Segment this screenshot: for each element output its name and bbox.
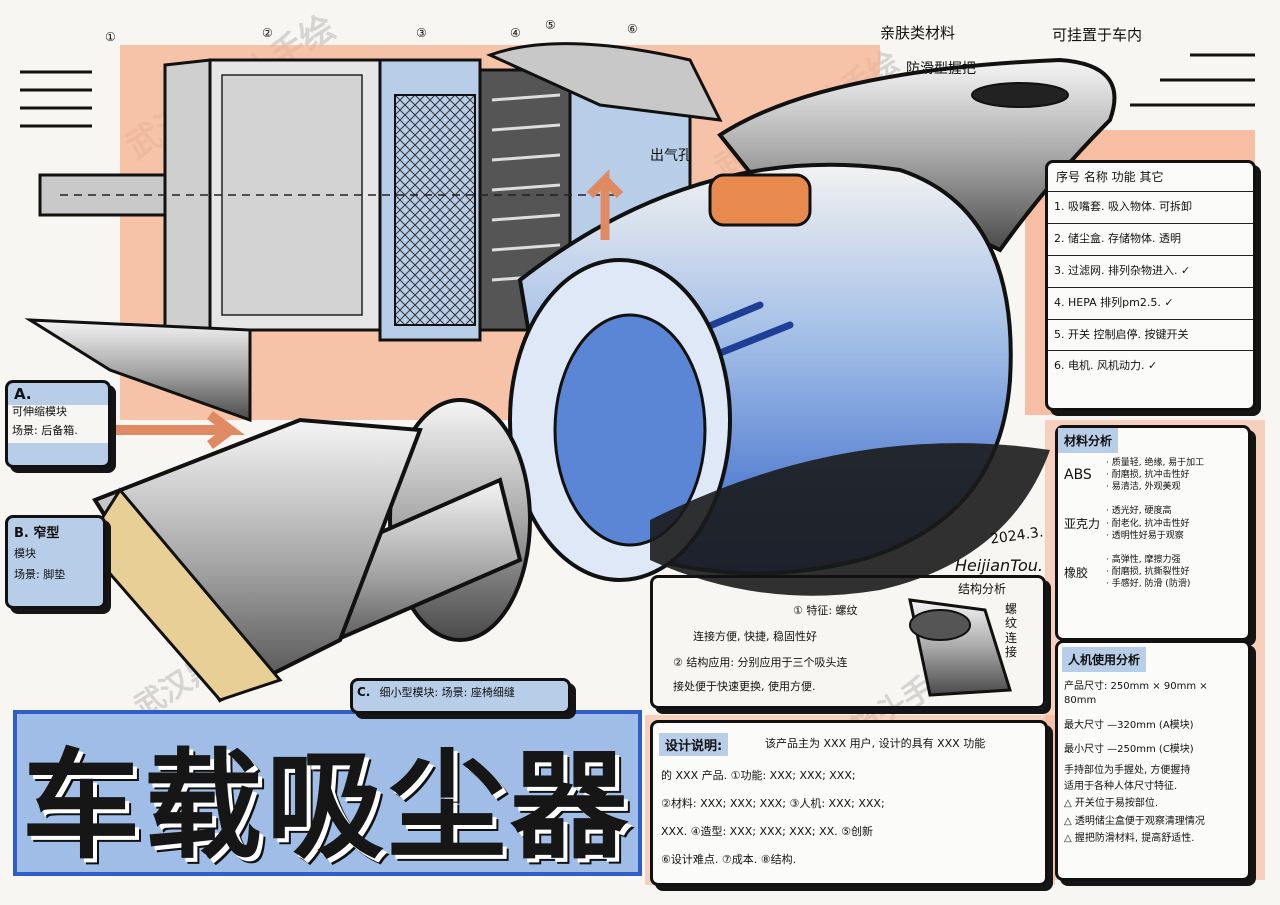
- structure-side-text: 螺纹连接: [1005, 602, 1018, 660]
- callout-3: ③: [416, 26, 427, 40]
- ergonomics-max: 最大尺寸 —320mm (A模块): [1064, 720, 1194, 731]
- design-note-panel: 设计说明: 该产品主为 XXX 用户, 设计的具有 XXX 功能 的 XXX 产…: [650, 720, 1048, 886]
- page-title: 车载吸尘器: [22, 737, 633, 875]
- callout-5: ⑤: [545, 18, 556, 32]
- table-row: 2. 储尘盒. 存储物体. 透明: [1048, 224, 1253, 256]
- ergonomics-desc: 适用于各种人体尺寸特征.: [1064, 780, 1178, 792]
- rubber-line: · 耐磨损, 抗撕裂性好: [1106, 566, 1190, 577]
- rubber-line: · 手感好, 防滑 (防滑): [1106, 579, 1191, 590]
- table-row: 5. 开关 控制启停. 按键开关: [1048, 320, 1253, 352]
- ergonomics-bullet: △ 透明储尘盒便于观察清理情况: [1064, 815, 1205, 827]
- callout-hang: 可挂置于车内: [1052, 26, 1143, 44]
- ergonomics-bullet: △ 开关位于易按部位.: [1064, 798, 1159, 809]
- table-row: 1. 吸嘴套. 吸入物体. 可拆卸: [1048, 192, 1253, 225]
- mode-a-title: A.: [14, 385, 32, 403]
- ergonomics-desc: 手持部位为手握处, 方便握持: [1064, 765, 1191, 776]
- callout-6: ⑥: [627, 22, 638, 36]
- callout-vent: 出气孔: [650, 148, 692, 164]
- abs-line: · 质量轻, 绝缘, 易于加工: [1106, 458, 1205, 468]
- callout-2: ②: [262, 26, 273, 40]
- parts-table: 序号 名称 功能 其它 1. 吸嘴套. 吸入物体. 可拆卸 2. 储尘盒. 存储…: [1045, 160, 1256, 411]
- design-note-label: 设计说明:: [659, 733, 729, 756]
- table-row: 6. 电机. 风机动力. ✓: [1054, 359, 1158, 373]
- mode-b-line1: 模块: [14, 547, 36, 560]
- acrylic-line: · 耐老化, 抗冲击性好: [1106, 518, 1190, 529]
- ergonomics-panel: 人机使用分析 产品尺寸: 250mm × 90mm × 80mm 最大尺寸 —3…: [1055, 640, 1251, 881]
- material-title: 材料分析: [1058, 428, 1119, 453]
- design-note-line: ②材料: XXX; XXX; XXX; ③人机: XXX; XXX;: [661, 797, 885, 810]
- ergonomics-min: 最小尺寸 —250mm (C模块): [1064, 743, 1194, 755]
- mode-c-line1: 细小型模块: 场景: 座椅细缝: [379, 686, 515, 699]
- table-row: 4. HEPA 排列pm2.5. ✓: [1048, 288, 1253, 320]
- rubber-line: · 高弹性, 摩擦力强: [1106, 554, 1181, 565]
- acrylic-line: · 透明性好易于观察: [1106, 530, 1184, 541]
- mode-a-line2: 场景: 后备箱.: [8, 419, 108, 443]
- mode-b-box: B. 窄型 模块 场景: 脚垫: [5, 515, 106, 609]
- callout-1: ①: [105, 30, 116, 44]
- callout-4: ④: [510, 26, 521, 40]
- design-note-line: 的 XXX 产品. ①功能: XXX; XXX; XXX;: [661, 769, 856, 782]
- mode-a-box: A. 可伸缩模块 场景: 后备箱.: [5, 380, 111, 468]
- rubber-label: 橡胶: [1064, 565, 1089, 580]
- structure-panel: 结构分析 螺纹连接 ① 特征: 螺纹 连接方便, 快捷, 稳固性好 ② 结构应用…: [650, 575, 1046, 709]
- structure-line: 接处便于快速更换, 使用方便.: [673, 680, 816, 693]
- ergonomics-size: 产品尺寸: 250mm × 90mm × 80mm: [1064, 681, 1208, 706]
- structure-line: ② 结构应用: 分别应用于三个吸头连: [673, 656, 848, 669]
- ergonomics-bullet: △ 握把防滑材料, 提高舒适性.: [1064, 833, 1195, 844]
- acrylic-line: · 透光好, 硬度高: [1106, 506, 1172, 517]
- mode-b-line2: 场景: 脚垫: [14, 567, 66, 581]
- abs-line: · 易清洁, 外观美观: [1106, 482, 1181, 493]
- design-note-line: XXX. ④造型: XXX; XXX; XXX; XX. ⑤创新: [661, 825, 874, 838]
- mode-a-line1: 可伸缩模块: [8, 405, 108, 420]
- parts-table-header: 序号 名称 功能 其它: [1048, 163, 1253, 193]
- signature-name: HeijianTou.: [955, 556, 1043, 575]
- callout-antislip: 防滑型握把: [906, 61, 976, 77]
- acrylic-label: 亚克力: [1064, 517, 1101, 532]
- abs-label: ABS: [1064, 467, 1092, 483]
- structure-line: ① 特征: 螺纹: [793, 604, 858, 617]
- mode-c-box: C. 细小型模块: 场景: 座椅细缝: [350, 678, 571, 714]
- ergonomics-title: 人机使用分析: [1062, 647, 1147, 672]
- callout-rubber: 亲肤类材料: [880, 24, 956, 42]
- design-note-line: ⑥设计难点. ⑦成本. ⑧结构.: [661, 853, 797, 866]
- structure-line: 连接方便, 快捷, 稳固性好: [693, 630, 817, 643]
- table-row: 3. 过滤网. 排列杂物进入. ✓: [1048, 256, 1253, 288]
- abs-line: · 耐磨损, 抗冲击性好: [1106, 470, 1190, 481]
- material-panel: 材料分析 ABS · 质量轻, 绝缘, 易于加工 · 耐磨损, 抗冲击性好 · …: [1055, 425, 1251, 641]
- mode-c-title: C.: [357, 685, 371, 699]
- structure-title: 结构分析: [958, 582, 1007, 596]
- design-note-line: 该产品主为 XXX 用户, 设计的具有 XXX 功能: [765, 737, 986, 750]
- mode-b-title: B. 窄型: [14, 526, 60, 541]
